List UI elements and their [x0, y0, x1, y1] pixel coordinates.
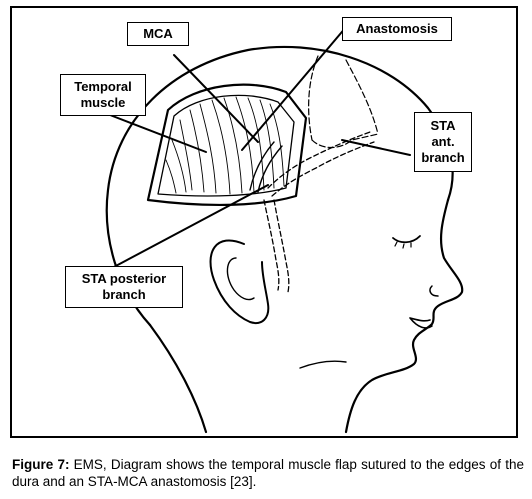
crown-line	[311, 133, 379, 149]
temporal-muscle-pointer-line	[109, 114, 207, 153]
craniotomy-window-inner	[157, 94, 295, 197]
ear	[209, 239, 270, 324]
eyelash	[394, 241, 412, 249]
caption-text: EMS, Diagram shows the temporal muscle f…	[12, 457, 524, 489]
anastomosis-vessel	[249, 141, 283, 193]
jaw-line	[299, 360, 347, 369]
label-mca: MCA	[127, 22, 189, 46]
eye	[392, 235, 421, 244]
label-sta-ant-branch: STA ant. branch	[414, 112, 472, 172]
ear-inner	[226, 257, 255, 301]
lips	[409, 317, 433, 329]
label-anastomosis: Anastomosis	[342, 17, 452, 41]
nostril	[429, 285, 439, 297]
crown-line	[308, 55, 319, 141]
figure-caption: Figure 7: EMS, Diagram shows the tempora…	[12, 456, 524, 490]
crown-line	[345, 59, 379, 135]
label-sta-posterior-branch: STA posterior branch	[65, 266, 183, 308]
anastomosis-pointer-line	[241, 19, 353, 151]
sta-posterior-branch-pointer-line	[111, 184, 269, 269]
caption-prefix: Figure 7:	[12, 457, 70, 472]
face-profile	[344, 198, 464, 434]
head-illustration	[105, 19, 464, 434]
sta-anterior-branch	[267, 131, 371, 189]
neck-back	[148, 323, 208, 434]
craniotomy-window-outer	[146, 83, 308, 207]
mca-pointer-line	[173, 54, 259, 143]
temporal-muscle-fibres	[165, 96, 285, 195]
sta-anterior-branch	[271, 141, 375, 197]
label-temporal-muscle: Temporal muscle	[60, 74, 146, 116]
sta-ant-branch-pointer-line	[341, 139, 411, 156]
sta-trunk	[263, 199, 280, 291]
sta-trunk	[273, 199, 290, 293]
